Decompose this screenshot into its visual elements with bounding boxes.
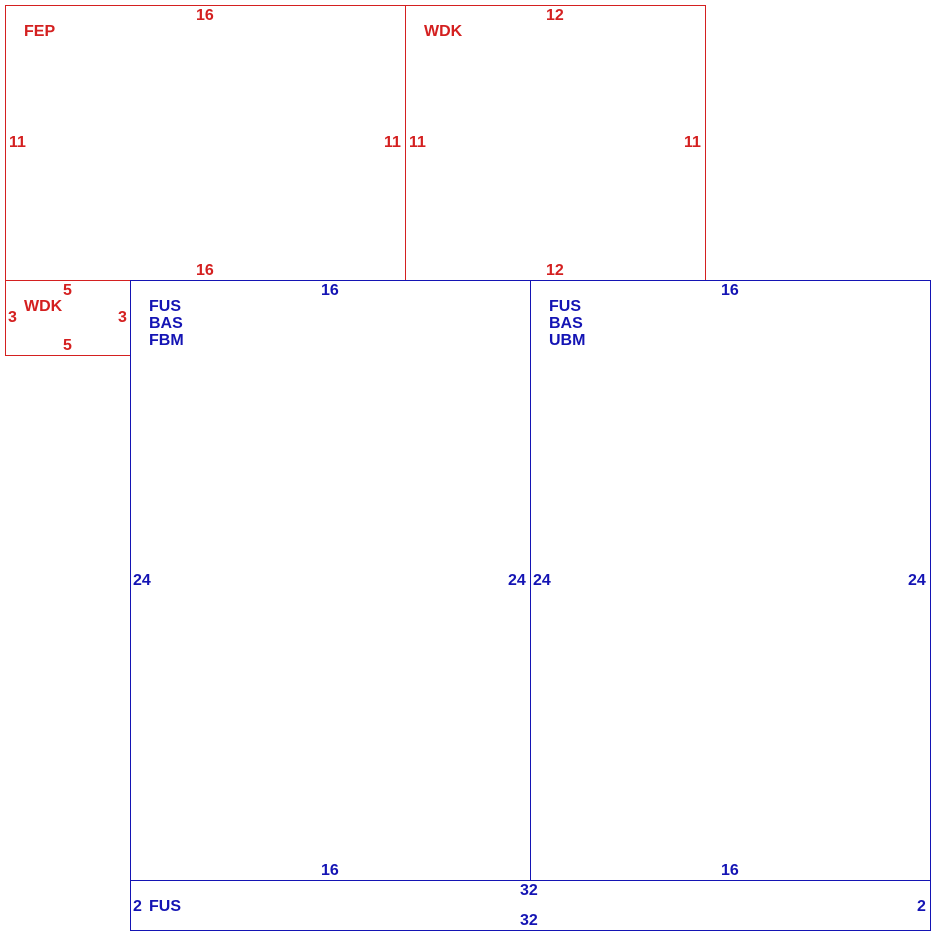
section-fbm-top-dimension: 16 (321, 282, 339, 299)
section-wdk-small-left-dimension: 3 (8, 309, 17, 326)
section-fbm-code-2: BAS (149, 315, 183, 332)
section-ubm-bottom-dimension: 16 (721, 862, 739, 879)
section-fus-strip-top-dimension: 32 (520, 882, 538, 899)
section-fbm-code-3: FBM (149, 332, 184, 349)
section-fbm-code-1: FUS (149, 298, 181, 315)
section-fus-strip-bottom-dimension: 32 (520, 912, 538, 929)
section-wdk-small-top-dimension: 5 (63, 282, 72, 299)
section-ubm-top-dimension: 16 (721, 282, 739, 299)
section-ubm-code-1: FUS (549, 298, 581, 315)
section-fbm-left-dimension: 24 (133, 572, 151, 589)
section-ubm-code-2: BAS (549, 315, 583, 332)
section-fep-top-dimension: 16 (196, 7, 214, 24)
section-wdk-large-right-dimension: 11 (684, 134, 701, 151)
section-wdk-large-outline (405, 5, 706, 281)
section-wdk-small-right-dimension: 3 (118, 309, 127, 326)
section-ubm-outline (530, 280, 931, 881)
section-fep-right-dimension: 11 (384, 134, 401, 151)
section-fep-outline (5, 5, 406, 281)
section-fbm-outline (130, 280, 531, 881)
section-fus-strip-outline (130, 880, 931, 931)
section-wdk-small-bottom-dimension: 5 (63, 337, 72, 354)
section-ubm-right-dimension: 24 (908, 572, 926, 589)
section-ubm-code-3: UBM (549, 332, 586, 349)
section-fbm-right-dimension: 24 (508, 572, 526, 589)
section-fus-strip-code: FUS (149, 898, 181, 915)
section-fus-strip-right-dimension: 2 (917, 898, 926, 915)
section-fep-left-dimension: 11 (9, 134, 26, 151)
section-wdk-large-left-dimension: 11 (409, 134, 426, 151)
section-ubm-left-dimension: 24 (533, 572, 551, 589)
section-wdk-large-code: WDK (424, 23, 463, 40)
section-fep-bottom-dimension: 16 (196, 262, 214, 279)
section-wdk-large-bottom-dimension: 12 (546, 262, 564, 279)
section-fus-strip-left-dimension: 2 (133, 898, 142, 915)
section-wdk-large-top-dimension: 12 (546, 7, 564, 24)
section-fbm-bottom-dimension: 16 (321, 862, 339, 879)
section-fep-code: FEP (24, 23, 56, 40)
section-wdk-small-code: WDK (24, 298, 63, 315)
